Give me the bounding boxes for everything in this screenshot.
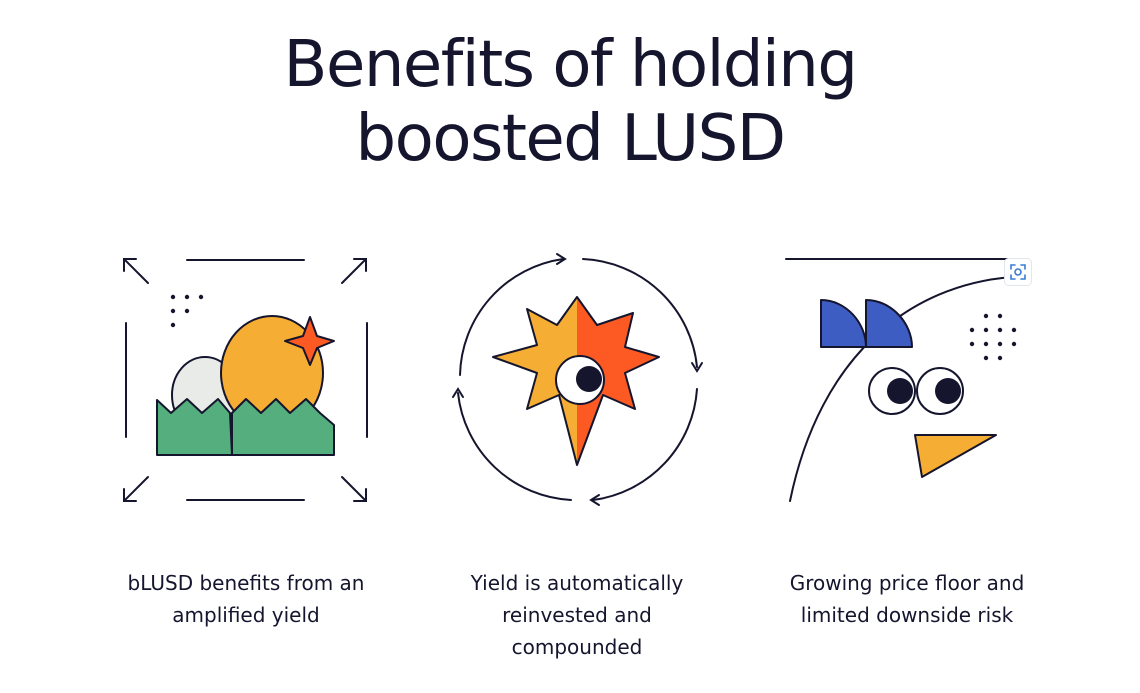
benefit-caption-2: Yield is automatically reinvested and co…	[470, 571, 684, 659]
page-title-line-2: boosted LUSD	[355, 102, 786, 176]
benefit-caption-1: bLUSD benefits from an amplified yield	[127, 571, 365, 627]
benefit-caption-3: Growing price floor and limited downside…	[789, 571, 1025, 627]
page-title: Benefits of holding boosted LUSD	[0, 28, 1140, 176]
page-title-line-1: Benefits of holding	[283, 28, 858, 102]
compounding-star-icon	[452, 253, 703, 506]
egg-in-grass-icon	[123, 258, 368, 502]
scan-icon[interactable]	[1004, 258, 1032, 286]
bird-face-icon	[785, 258, 1017, 502]
